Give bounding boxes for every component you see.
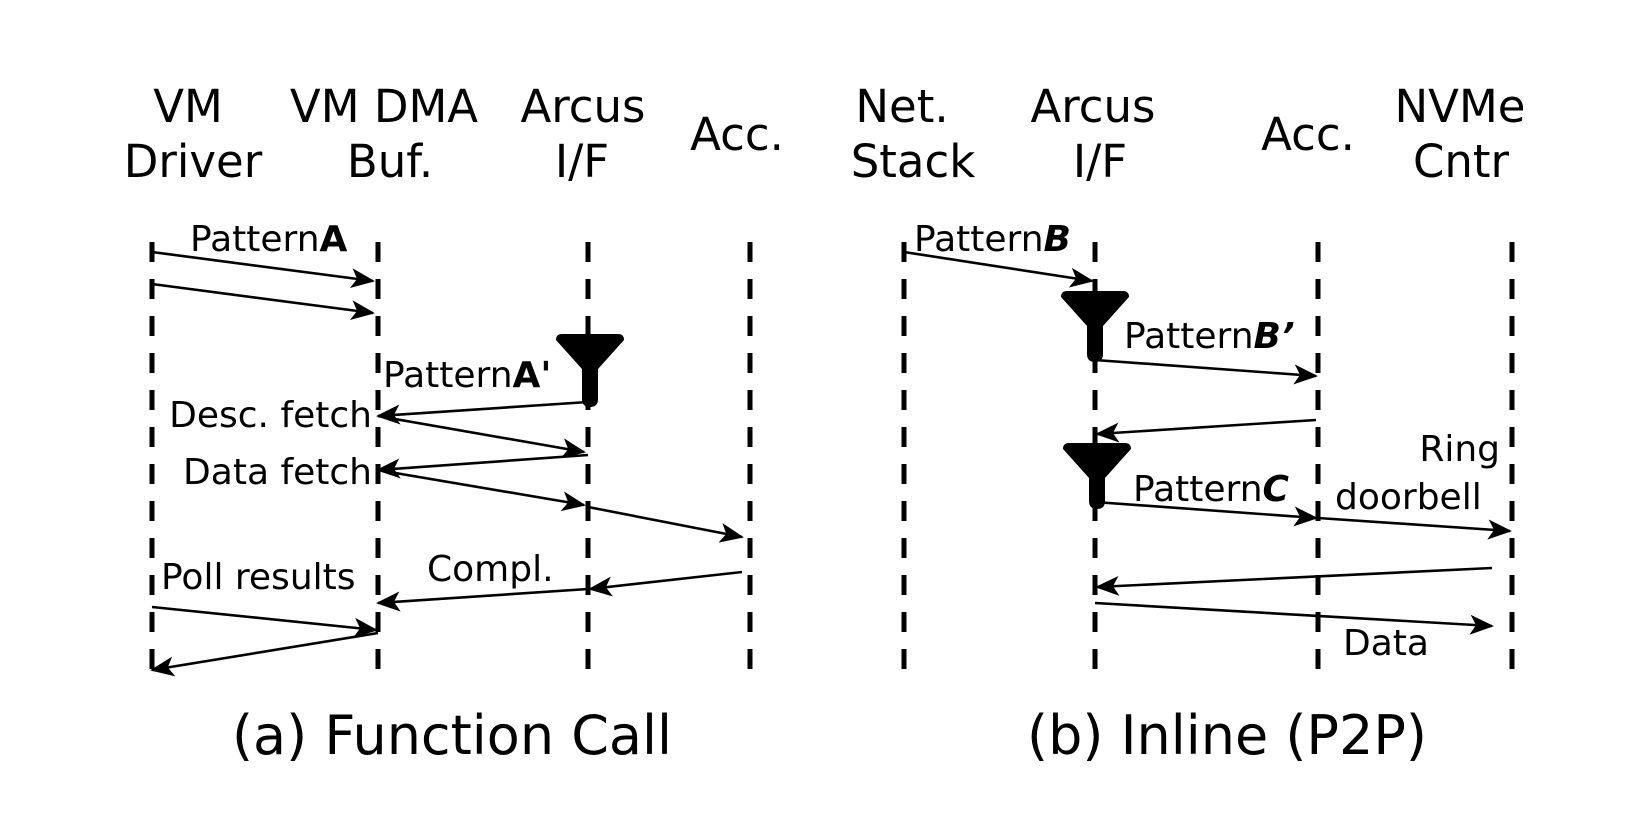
label-ring: Ring — [1419, 429, 1500, 470]
participant-net-stack-line2: Stack — [851, 135, 976, 188]
participant-nvme-cntr-line2: Cntr — [1413, 135, 1510, 188]
arrow-arcus-to-acc-b1 — [1094, 358, 1318, 385]
caption-panel-b: (b) Inline (P2P) — [1027, 704, 1427, 767]
label-pattern-a: PatternA — [190, 219, 348, 260]
participant-arcus-if-a-line2: I/F — [555, 135, 609, 188]
arrow-arcus-to-buf-compl — [376, 587, 589, 612]
arrow-buf-to-arcus-data — [377, 468, 586, 512]
participant-nvme-cntr-line1: NVMe — [1395, 80, 1526, 133]
panel-a-headers: VM Driver VM DMA Buf. Arcus I/F Acc. — [124, 80, 784, 188]
arrow-net-to-arcus — [903, 250, 1094, 288]
participant-arcus-if-b-line1: Arcus — [1030, 80, 1155, 133]
label-compl: Compl. — [427, 549, 554, 590]
arrow-buf-to-driver-result — [150, 631, 379, 677]
label-pattern-b-prime: PatternB’ — [1124, 316, 1295, 357]
participant-arcus-if-b-line2: I/F — [1073, 135, 1127, 188]
label-desc-fetch: Desc. fetch — [169, 395, 372, 436]
arrow-driver-to-buf-2 — [151, 282, 375, 321]
panel-b-messages — [903, 250, 1512, 635]
arrow-arcus-to-buf-data — [376, 453, 589, 479]
arrow-acc-to-nvme-doorbell — [1317, 516, 1512, 540]
filter-icon — [1061, 291, 1129, 362]
arrow-driver-to-buf-1 — [151, 250, 375, 289]
filter-icon — [556, 334, 624, 407]
arrow-arcus-to-acc — [587, 505, 744, 543]
label-pattern-a-prime: PatternA' — [383, 355, 551, 396]
label-data-fetch: Data fetch — [183, 452, 372, 493]
participant-vm-driver-line2: Driver — [124, 135, 263, 188]
arrow-nvme-to-arcus — [1095, 566, 1493, 596]
panel-b-labels: PatternB PatternB’ PatternC Ring doorbel… — [914, 219, 1500, 664]
panel-a-messages — [150, 250, 744, 677]
arrow-arcus-to-nvme-data — [1094, 601, 1494, 635]
arrow-driver-to-buf-poll — [151, 605, 378, 638]
label-pattern-b: PatternB — [914, 219, 1071, 260]
arrow-buf-to-arcus-desc — [377, 414, 586, 459]
label-poll-results: Poll results — [161, 557, 356, 598]
participant-vm-dma-buf-line2: Buf. — [347, 135, 433, 188]
label-data: Data — [1343, 623, 1429, 664]
panel-a-labels: PatternA PatternA' Desc. fetch Data fetc… — [161, 219, 554, 598]
participant-vm-driver-line1: VM — [153, 80, 223, 133]
participant-arcus-if-a-line1: Arcus — [520, 80, 645, 133]
participant-vm-dma-buf-line1: VM DMA — [290, 80, 478, 133]
caption-panel-a: (a) Function Call — [232, 704, 672, 767]
arrow-arcus-to-buf-desc — [376, 400, 589, 425]
label-pattern-c: PatternC — [1133, 469, 1290, 510]
participant-net-stack-line1: Net. — [855, 80, 948, 133]
filter-icon — [1063, 443, 1131, 509]
participant-acc-a: Acc. — [690, 108, 784, 161]
arrow-acc-to-arcus-compl — [588, 570, 743, 597]
arrow-arcus-to-acc-c — [1094, 500, 1318, 527]
participant-acc-b: Acc. — [1261, 108, 1355, 161]
label-doorbell: doorbell — [1335, 477, 1482, 518]
arrow-acc-to-arcus-b1 — [1095, 418, 1317, 443]
panel-b-headers: Net. Stack Arcus I/F Acc. NVMe Cntr — [851, 80, 1526, 188]
